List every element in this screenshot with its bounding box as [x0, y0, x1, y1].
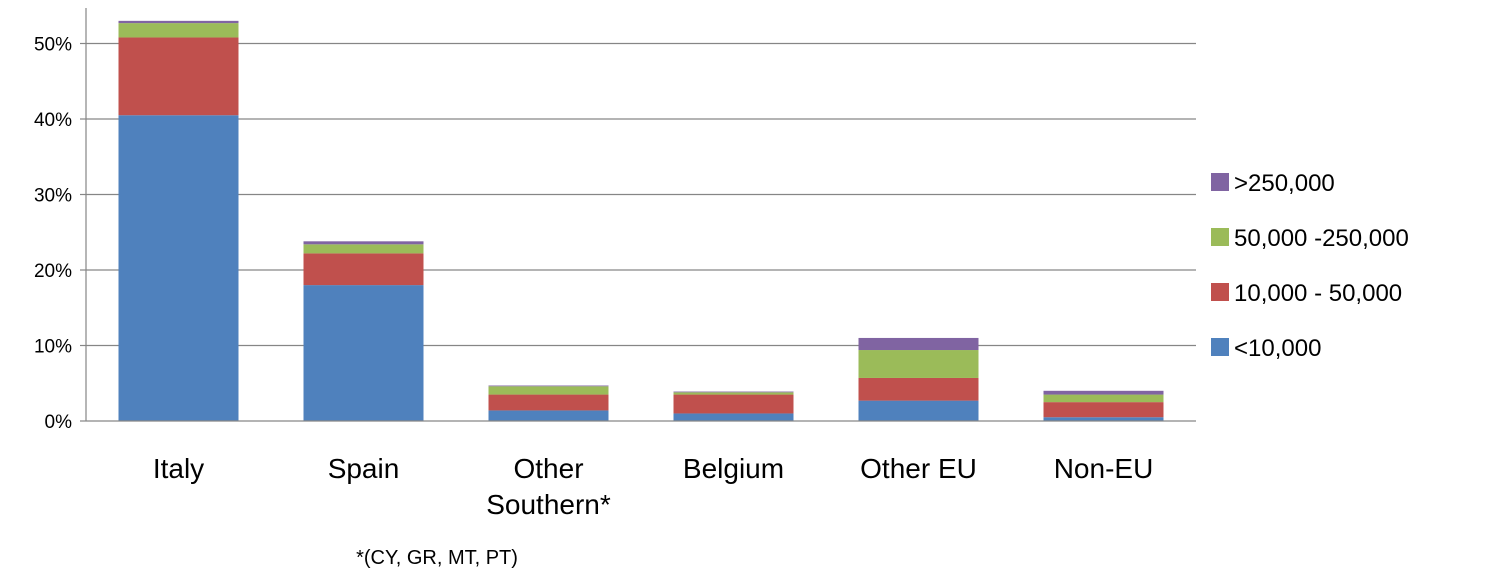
bar-segment-1-series-2	[118, 37, 239, 116]
y-tick-label: 40%	[34, 110, 72, 131]
bar-segment-4-series-1	[673, 413, 794, 421]
legend-swatch	[1211, 228, 1229, 246]
bar-segment-2-series-1	[303, 285, 424, 421]
bar-segment-2-series-4	[303, 241, 424, 245]
y-tick-label: 10%	[34, 337, 72, 358]
x-category-label: Other	[513, 453, 583, 484]
bar-segment-1-series-1	[118, 115, 239, 421]
axes	[80, 8, 1196, 422]
legend-swatch	[1211, 283, 1229, 301]
bar-segment-6-series-3	[1043, 394, 1164, 403]
bar-segment-3-series-2	[488, 394, 609, 411]
bars	[118, 20, 1164, 421]
bar-segment-1-series-4	[118, 20, 239, 24]
gridlines	[86, 42, 1196, 347]
bar-segment-6-series-4	[1043, 390, 1164, 395]
bar-segment-6-series-2	[1043, 402, 1164, 418]
bar-segment-1-series-3	[118, 23, 239, 38]
y-tick-label: 30%	[34, 186, 72, 207]
bar-segment-3-series-4	[488, 385, 609, 387]
bar-segment-2-series-2	[303, 253, 424, 286]
y-tick-label: 20%	[34, 261, 72, 282]
x-category-label: Italy	[153, 453, 204, 484]
bar-segment-6-series-1	[1043, 417, 1164, 421]
legend: >250,000 50,000 -250,000 10,000 - 50,000 <1…	[1211, 170, 1409, 362]
legend-label: 50,000 -250,000	[1234, 225, 1409, 252]
legend-label: <10,000	[1234, 335, 1321, 362]
x-category-label: Belgium	[683, 453, 784, 484]
y-tick-label: 0%	[45, 412, 73, 433]
bar-segment-4-series-4	[673, 391, 794, 393]
legend-swatch	[1211, 173, 1229, 191]
bar-segment-5-series-1	[858, 400, 979, 421]
y-axis-tick-labels: 0% 10% 20% 30% 40% 50%	[34, 35, 72, 434]
x-category-label: Southern*	[486, 489, 611, 520]
x-category-label: Non-EU	[1054, 453, 1154, 484]
legend-label: >250,000	[1234, 170, 1335, 197]
footnote: *(CY, GR, MT, PT)	[356, 547, 518, 568]
x-category-label: Spain	[328, 453, 400, 484]
bar-segment-4-series-3	[673, 392, 794, 395]
bar-segment-2-series-3	[303, 244, 424, 254]
legend-swatch	[1211, 338, 1229, 356]
x-category-label: Other EU	[860, 453, 977, 484]
bar-segment-5-series-2	[858, 377, 979, 401]
bar-segment-3-series-1	[488, 410, 609, 421]
bar-segment-5-series-4	[858, 337, 979, 351]
bar-segment-4-series-2	[673, 394, 794, 414]
bar-segment-5-series-3	[858, 350, 979, 378]
legend-label: 10,000 - 50,000	[1234, 280, 1402, 307]
bar-segment-3-series-3	[488, 386, 609, 395]
y-tick-label: 50%	[34, 35, 72, 56]
